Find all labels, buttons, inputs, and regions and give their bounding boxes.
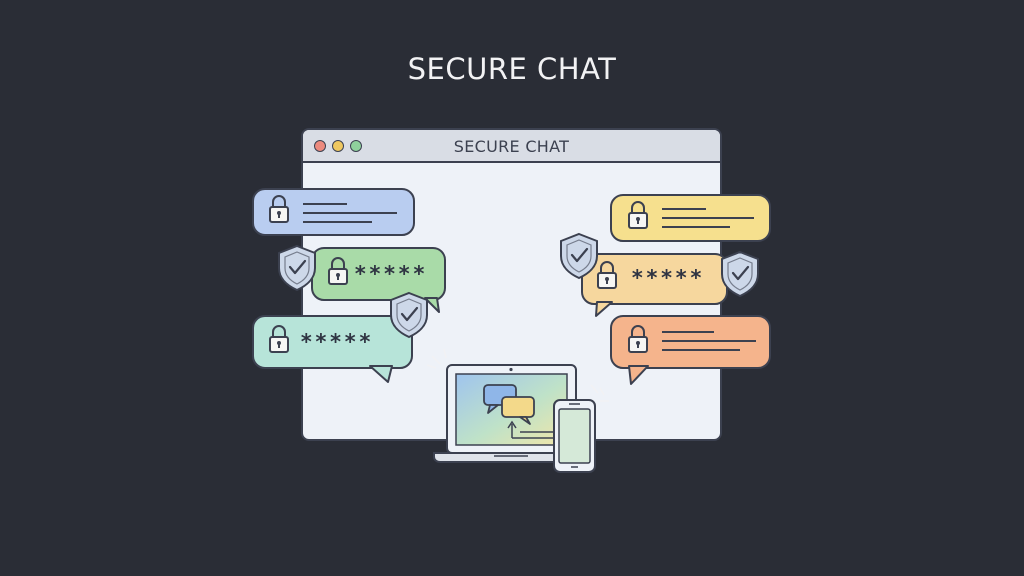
masked-text: ***** xyxy=(300,330,374,354)
close-dot-icon[interactable] xyxy=(314,140,326,152)
message-bubble xyxy=(252,315,413,383)
maximize-dot-icon[interactable] xyxy=(350,140,362,152)
minimize-dot-icon[interactable] xyxy=(332,140,344,152)
window-title: SECURE CHAT xyxy=(453,137,570,156)
laptop-icon xyxy=(426,348,591,463)
chat-bubbles-icon xyxy=(483,384,535,425)
phone-icon xyxy=(553,384,609,473)
shield-check-icon xyxy=(277,244,317,292)
message-bubble xyxy=(610,315,771,385)
page-title: SECURE CHAT xyxy=(407,52,617,86)
message-bubble xyxy=(581,253,728,317)
window-titlebar: SECURE CHAT xyxy=(303,130,720,163)
message-bubble xyxy=(610,194,771,242)
message-bubble xyxy=(252,188,415,236)
masked-text: ***** xyxy=(354,262,428,286)
masked-text: ***** xyxy=(631,266,705,290)
